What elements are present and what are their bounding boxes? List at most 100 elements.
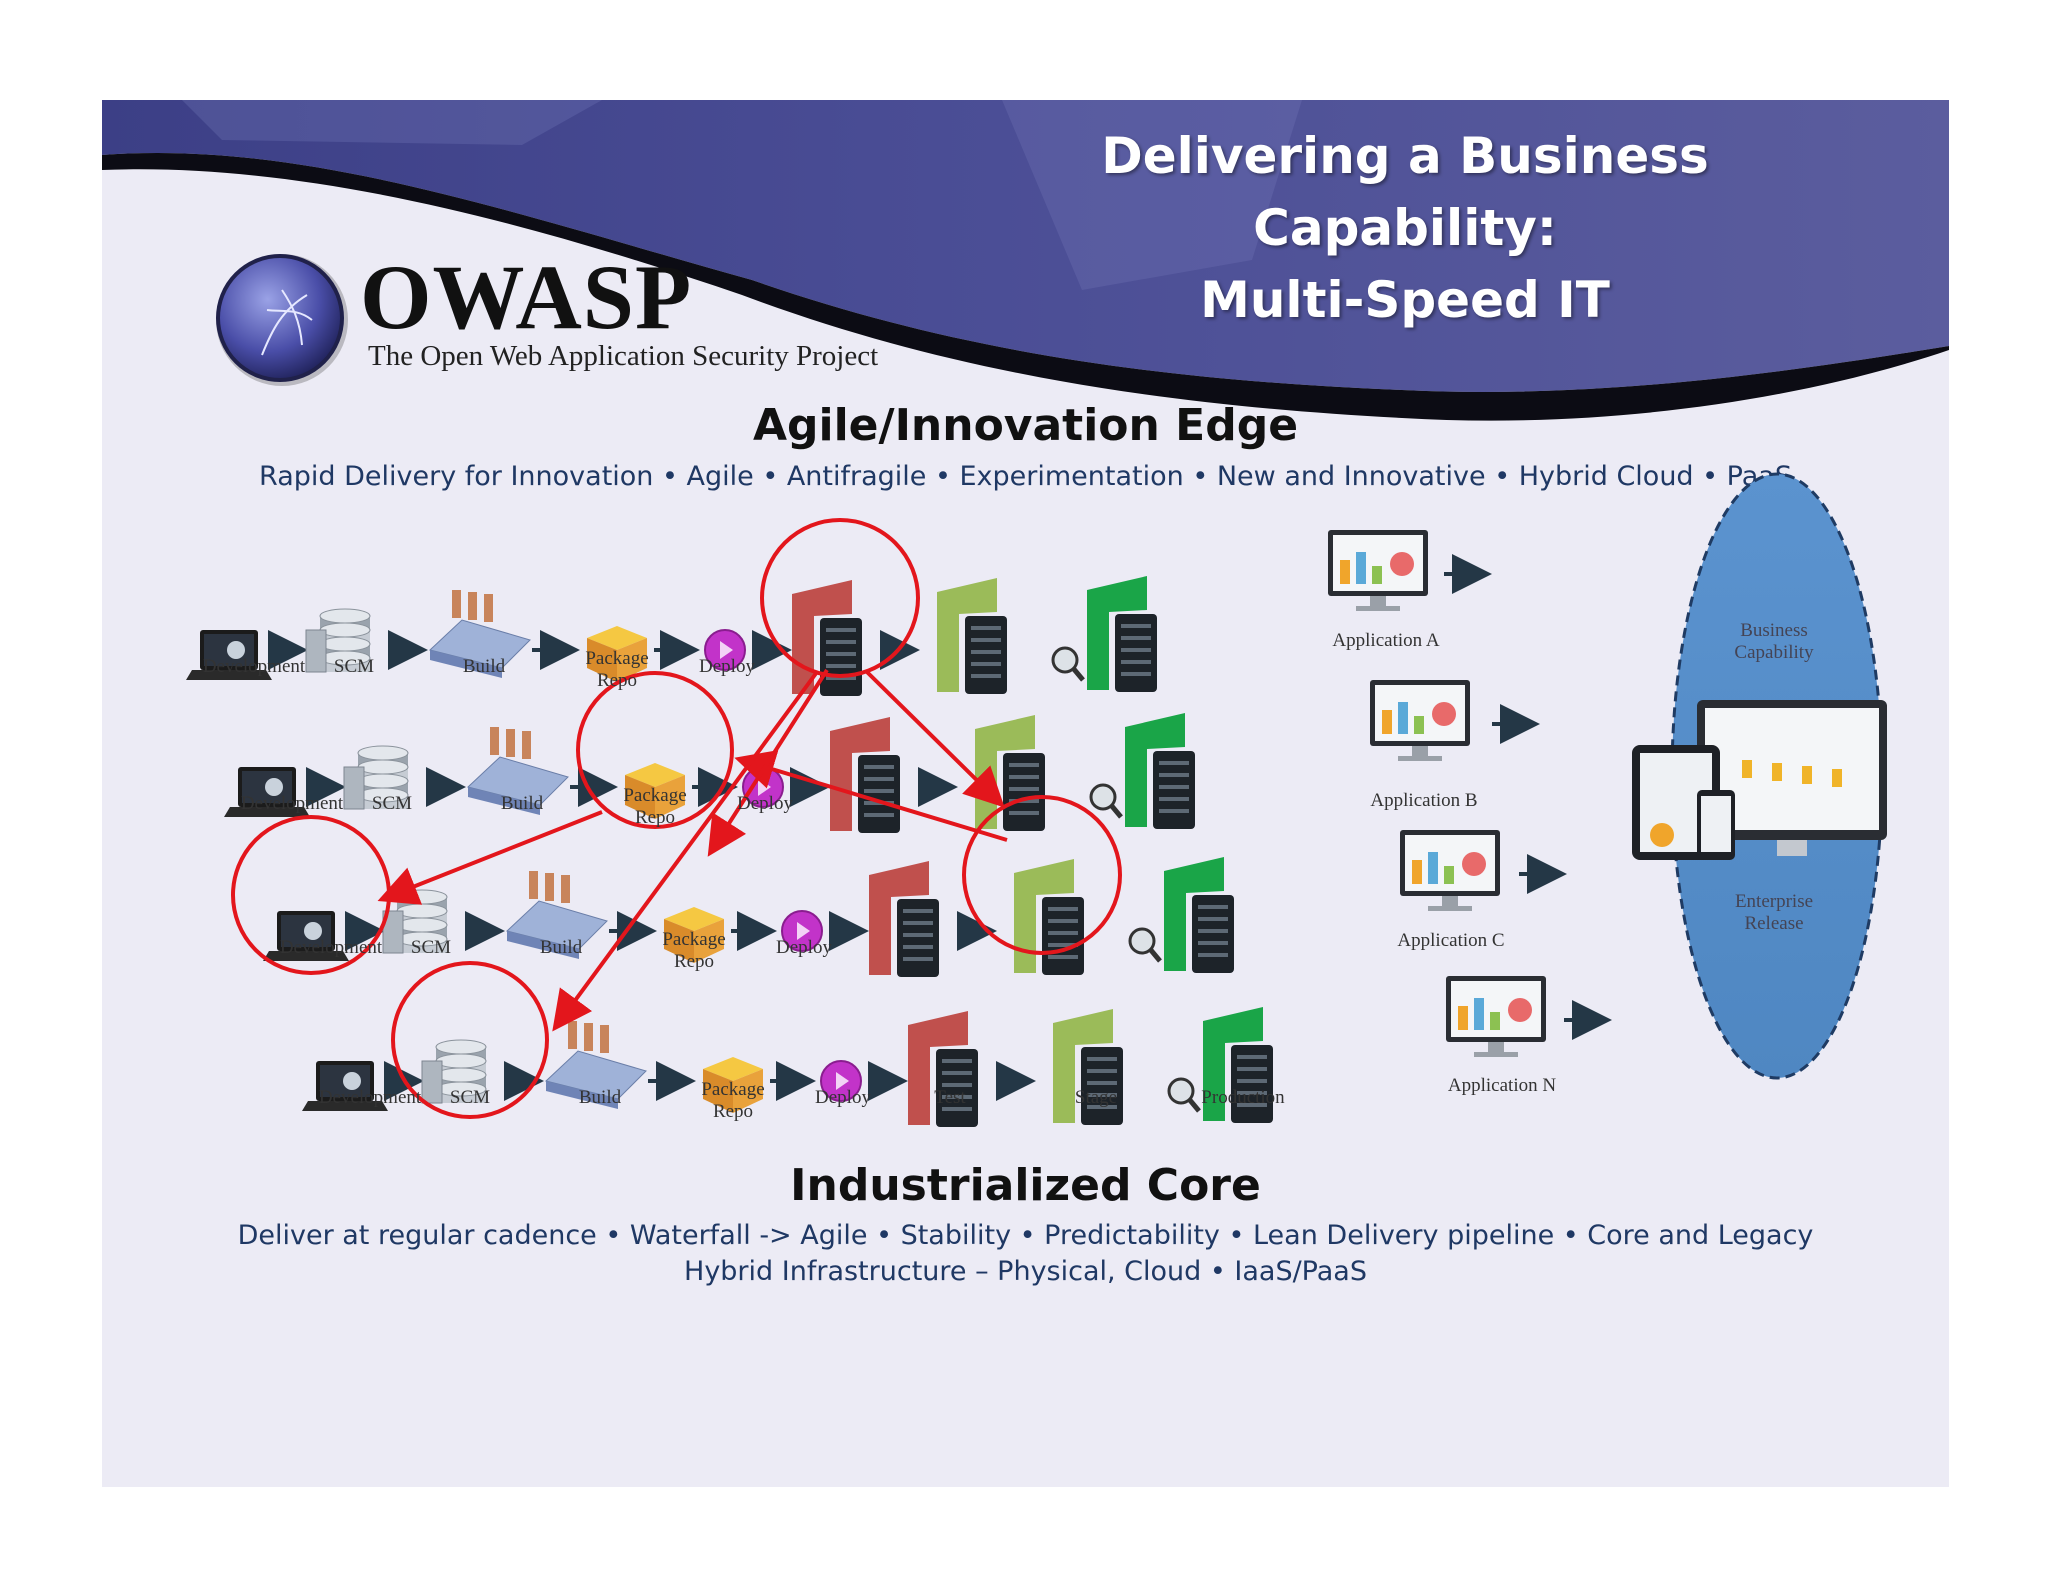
stage-label-development: Development bbox=[279, 937, 383, 958]
server-slot bbox=[942, 1095, 972, 1099]
server-slot bbox=[903, 921, 933, 925]
laptop-base bbox=[302, 1101, 388, 1111]
stage-label-line: Repo bbox=[634, 807, 676, 828]
server-icon bbox=[937, 578, 1007, 694]
monitor-bar bbox=[1444, 866, 1454, 884]
package-side bbox=[703, 1069, 733, 1113]
server-slot bbox=[1237, 1103, 1267, 1107]
core-subline-2: Hybrid Infrastructure – Physical, Cloud … bbox=[684, 1256, 1367, 1287]
monitor-bar bbox=[1340, 560, 1350, 584]
server-slot bbox=[1237, 1091, 1267, 1095]
application-b-label: Application B bbox=[1370, 790, 1478, 811]
title-line-2: Multi-Speed IT bbox=[1200, 271, 1610, 329]
factory-chimney bbox=[490, 727, 499, 755]
magnifier-handle bbox=[1109, 803, 1123, 819]
server-slot bbox=[971, 638, 1001, 642]
server-icon bbox=[1014, 859, 1084, 975]
laptop-base bbox=[263, 951, 349, 961]
server-frame bbox=[1203, 1007, 1263, 1121]
database-icon bbox=[421, 1039, 487, 1104]
server-slot bbox=[1159, 773, 1189, 777]
server-slot bbox=[1087, 1069, 1117, 1073]
server-slot bbox=[1159, 809, 1189, 813]
monitor-foot bbox=[1398, 756, 1442, 761]
stage-label-scm: SCM bbox=[333, 656, 375, 677]
server-icon bbox=[1128, 857, 1234, 973]
application-monitor-icon bbox=[1328, 530, 1428, 611]
server-slot bbox=[826, 676, 856, 680]
device-chart-bar bbox=[1742, 760, 1752, 778]
owasp-tagline: The Open Web Application Security Projec… bbox=[368, 340, 879, 372]
device-tablet-pie bbox=[1650, 823, 1674, 847]
package-side bbox=[587, 638, 617, 682]
database-top bbox=[435, 1053, 487, 1069]
application-a-label: Application A bbox=[1332, 630, 1440, 651]
server-slot bbox=[942, 1059, 972, 1063]
package-icon bbox=[625, 763, 685, 819]
database-top bbox=[396, 903, 448, 919]
magnifier-lens bbox=[1128, 927, 1156, 955]
package-side bbox=[664, 919, 694, 963]
server-frame bbox=[937, 578, 997, 692]
stage-label-development: Development bbox=[202, 656, 306, 677]
server-icon bbox=[869, 861, 939, 977]
factory-chimney bbox=[568, 1021, 577, 1049]
deploy-triangle bbox=[836, 1072, 849, 1090]
stage-label-deploy: Deploy bbox=[815, 1087, 871, 1108]
factory-wall bbox=[507, 931, 579, 959]
server-slot bbox=[1159, 785, 1189, 789]
server-icon bbox=[1089, 713, 1195, 829]
package-front bbox=[694, 919, 724, 963]
stage-label-development: Development bbox=[318, 1087, 422, 1108]
stage-label-line: Repo bbox=[712, 1101, 754, 1122]
device-phone-screen bbox=[1701, 796, 1731, 852]
monitor-pie bbox=[1390, 552, 1414, 576]
server-slot bbox=[1237, 1055, 1267, 1059]
factory-chimney bbox=[545, 873, 554, 901]
application-c-label: Application C bbox=[1397, 930, 1505, 951]
stage-label-production: Production bbox=[1201, 1087, 1285, 1108]
laptop-base bbox=[224, 807, 310, 817]
server-slot bbox=[1048, 907, 1078, 911]
server-slot bbox=[1121, 636, 1151, 640]
package-icon bbox=[664, 907, 724, 963]
application-monitor-icon bbox=[1400, 830, 1500, 911]
deploy-play-icon bbox=[781, 910, 823, 952]
laptop-base bbox=[186, 670, 272, 680]
owasp-logo-text: OWASP bbox=[360, 246, 693, 348]
core-subline-1: Deliver at regular cadence • Waterfall -… bbox=[237, 1220, 1814, 1251]
magnifier-lens bbox=[1051, 646, 1079, 674]
highlight-circle-scm-row4 bbox=[391, 961, 549, 1119]
monitor-stand bbox=[1412, 746, 1428, 756]
server-frame bbox=[1087, 576, 1147, 690]
server-slot bbox=[1048, 919, 1078, 923]
monitor-bar bbox=[1474, 998, 1484, 1030]
monitor-bar bbox=[1398, 702, 1408, 734]
build-factory-icon bbox=[505, 871, 608, 959]
server-slot bbox=[1198, 905, 1228, 909]
server-slot bbox=[826, 628, 856, 632]
laptop-icon bbox=[186, 630, 272, 680]
server-slot bbox=[1087, 1057, 1117, 1061]
server-slot bbox=[1198, 941, 1228, 945]
database-top bbox=[357, 773, 409, 789]
deploy-triangle bbox=[797, 922, 810, 940]
package-side bbox=[625, 775, 655, 819]
monitor-foot bbox=[1356, 606, 1400, 611]
laptop-wallpaper bbox=[304, 922, 322, 940]
database-top bbox=[357, 745, 409, 761]
database-top bbox=[319, 608, 371, 624]
server-icon bbox=[975, 715, 1045, 831]
stage-label-build: Build bbox=[500, 793, 544, 814]
server-slot bbox=[903, 909, 933, 913]
slide-title: Delivering a Business Capability: Multi-… bbox=[955, 120, 1855, 336]
server-frame bbox=[830, 717, 890, 831]
server-slot bbox=[1009, 799, 1039, 803]
server-slot bbox=[903, 945, 933, 949]
application-monitor-icon bbox=[1370, 680, 1470, 761]
server-slot bbox=[826, 640, 856, 644]
server-slot bbox=[826, 652, 856, 656]
